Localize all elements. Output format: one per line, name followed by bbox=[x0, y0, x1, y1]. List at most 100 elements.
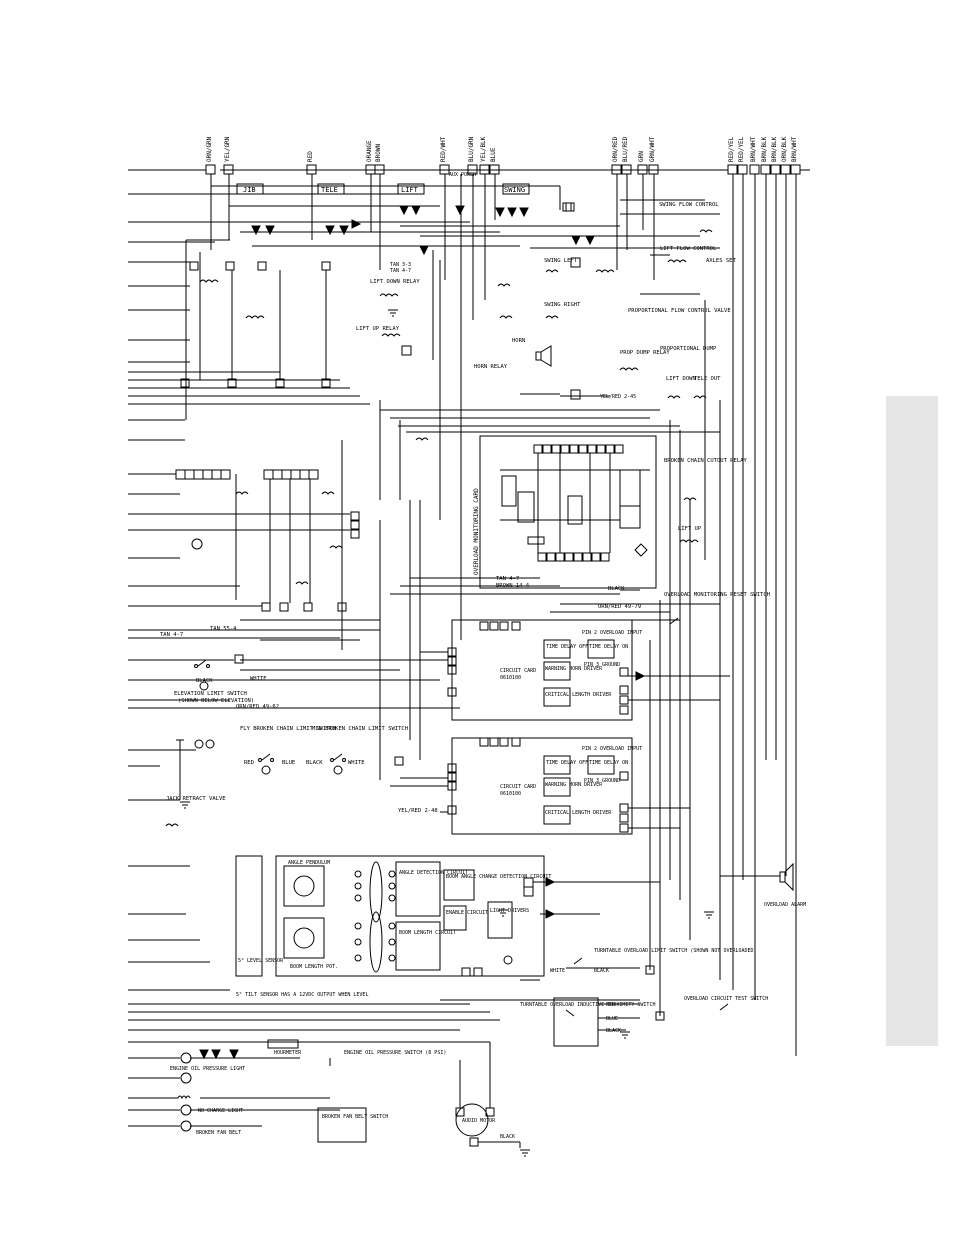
critical-length-1: CRITICAL LENGTH DRIVER bbox=[545, 692, 612, 698]
overload-test-label: OVERLOAD CIRCUIT TEST SWITCH bbox=[684, 996, 768, 1002]
time-delay-on-2: TIME DELAY ON bbox=[589, 760, 628, 766]
black-wire-1: BLACK bbox=[608, 586, 625, 592]
warning-horn-1: WARNING HORN DRIVER bbox=[545, 666, 603, 672]
swing-flow-label: SWING FLOW CONTROL bbox=[659, 202, 719, 208]
tele-out-label: TELE OUT bbox=[694, 376, 721, 382]
wire-label: ORANGE bbox=[366, 140, 373, 162]
pin2-label-1: PIN 2 OVERLOAD INPUT bbox=[582, 630, 642, 636]
fan-belt-switch-label: BROKEN FAN BELT SWITCH bbox=[322, 1114, 388, 1120]
light-driver-label: LIGHT DRIVERS bbox=[490, 908, 529, 914]
overload-alarm-icon bbox=[779, 862, 794, 892]
oil-pressure-label: ENGINE OIL PRESSURE SWITCH (8 PSI) bbox=[344, 1050, 446, 1056]
wire-label: BLU/GRN bbox=[468, 136, 475, 162]
lift-label: LIFT bbox=[401, 186, 419, 194]
jib-label: JIB bbox=[243, 186, 256, 194]
wire-label: BRN/BLK bbox=[771, 136, 778, 162]
tele-label: TELE bbox=[321, 186, 338, 194]
wire-label: ORN/GRN bbox=[206, 136, 213, 162]
swing-left-label: SWING LEFT bbox=[544, 258, 578, 264]
turntable-limit-label: TURNTABLE OVERLOAD LIMIT SWITCH (SHOWN N… bbox=[594, 948, 757, 954]
fly-chain-label: FLY BROKEN CHAIN LIMIT SWITCH bbox=[240, 726, 336, 732]
warning-horn-2: WARNING HORN DRIVER bbox=[545, 782, 603, 788]
lift-up-label: LIFT UP bbox=[678, 526, 702, 532]
horn-relay-label: HORN RELAY bbox=[474, 364, 508, 370]
black-wire-3: BLACK bbox=[306, 760, 323, 766]
wire-label: ORN/BLK bbox=[781, 136, 788, 162]
black-wire-5: BLACK bbox=[606, 1028, 621, 1034]
black-wire-6: BLACK bbox=[500, 1134, 515, 1140]
broken-chain-relay-label: BROKEN CHAIN CUTOUT RELAY bbox=[664, 458, 747, 464]
swing-right-label: SWING RIGHT bbox=[544, 302, 581, 308]
wire-yel-red-2-45: YEL/RED 2-45 bbox=[600, 394, 636, 400]
middle-labels: TAN 4-7 TAN 55-4 TAN 4-7 BROWN 14-4 BLAC… bbox=[160, 576, 770, 814]
overload-alarm-label: OVERLOAD ALARM bbox=[764, 902, 806, 908]
wire-label: BLUE bbox=[490, 147, 497, 162]
sun-symbol-icon bbox=[191, 538, 203, 550]
circuit-card-upper: TIME DELAY OFF TIME DELAY ON PIN 2 OVERL… bbox=[447, 619, 642, 721]
axles-set-label: AXLES SET bbox=[706, 258, 736, 264]
turntable-prox-label: TURNTABLE OVERLOAD INDUCTIVE PROXIMITY S… bbox=[520, 1002, 655, 1008]
function-boxes: JIB TELE LIFT SWING AUX POWER bbox=[236, 172, 575, 212]
horn-icon bbox=[535, 345, 552, 367]
prop-dump-relay-label: PROP DUMP RELAY bbox=[620, 350, 670, 356]
lift-down-relay-label: LIFT DOWN RELAY bbox=[370, 279, 420, 285]
right-bus bbox=[185, 174, 797, 1056]
wire-label: RED bbox=[307, 151, 314, 162]
wire-label: GRN/WHT bbox=[649, 136, 656, 162]
card-no-2: 0610100 bbox=[500, 791, 521, 797]
white-wire-3: WHITE bbox=[550, 968, 565, 974]
elevation-switch-label: ELEVATION LIMIT SWITCH bbox=[174, 691, 247, 697]
tilt-note: 5° TILT SENSOR HAS A 12VDC OUTPUT WHEN L… bbox=[236, 992, 368, 998]
swing-label: SWING bbox=[504, 186, 525, 194]
upper-labels: SWING FLOW CONTROL LIFT FLOW CONTROL AXL… bbox=[356, 202, 747, 532]
wire-tan-4-8: TAN 4-7 bbox=[496, 576, 519, 582]
black-wire-2: BLACK bbox=[196, 678, 213, 684]
enable-circuit-label: ENABLE CIRCUIT bbox=[446, 910, 488, 916]
fan-belt-label: BROKEN FAN BELT bbox=[196, 1130, 241, 1136]
reset-switch-label: OVERLOAD MONITORING RESET SWITCH bbox=[664, 592, 770, 598]
red-wire-2: RED bbox=[606, 1002, 615, 1008]
wire-yel-red-2-48: YEL/RED 2-48 bbox=[398, 808, 438, 814]
wire-label: RED/WHT bbox=[440, 136, 447, 162]
circuit-card-label-2: CIRCUIT CARD bbox=[500, 784, 536, 790]
pin3-label-2: PIN 3 GROUND bbox=[584, 778, 620, 784]
boom-angle-label: BOOM ANGLE CHANGE DETECTION CIRCUIT bbox=[446, 874, 551, 880]
jack-valve-label: JACK RETRACT VALVE bbox=[166, 796, 226, 802]
engine-oil-label: ENGINE OIL PRESSURE LIGHT bbox=[170, 1066, 245, 1072]
wire-tan-55-4: TAN 55-4 bbox=[210, 626, 237, 632]
top-bus bbox=[128, 169, 810, 397]
pin2-label-2: PIN 2 OVERLOAD INPUT bbox=[582, 746, 642, 752]
lift-up-relay-label: LIFT UP RELAY bbox=[356, 326, 400, 332]
circuit-card-label-1: CIRCUIT CARD bbox=[500, 668, 536, 674]
bottom-section: HOURMETER ENGINE OIL PRESSURE SWITCH (8 … bbox=[170, 1029, 521, 1148]
wire-label: RED/YEL bbox=[728, 136, 735, 162]
connectors-rows bbox=[180, 202, 581, 400]
left-harness bbox=[128, 169, 500, 1127]
horn-label: HORN bbox=[512, 338, 525, 344]
lift-down-label: LIFT DOWN bbox=[666, 376, 696, 382]
black-wire-4: BLACK bbox=[594, 968, 609, 974]
white-wire-1: WHITE bbox=[250, 676, 267, 682]
white-wire-2: WHITE bbox=[348, 760, 365, 766]
prop-dump-label: PROPORTIONAL DUMP bbox=[660, 346, 717, 352]
no-charge-label: NO CHARGE LIGHT bbox=[198, 1108, 243, 1114]
pin3-label-1: PIN 3 GROUND bbox=[584, 662, 620, 668]
sensor-module: ANGLE PENDULUM ANGLE DETECTION CIRCUIT B… bbox=[235, 855, 551, 998]
wire-label: ORN/RED bbox=[612, 136, 619, 162]
blue-wire-2: BLUE bbox=[606, 1016, 618, 1022]
circuit-card-lower: TIME DELAY OFF TIME DELAY ON PIN 2 OVERL… bbox=[447, 737, 642, 835]
wire-brown-14-4: BROWN 14-4 bbox=[496, 583, 530, 589]
mid-chain-label: MID BROKEN CHAIN LIMIT SWITCH bbox=[312, 726, 408, 732]
aux-power-label: AUX POWER bbox=[449, 172, 477, 178]
wire-label: BRN/WHT bbox=[791, 136, 798, 162]
overload-monitoring-card: OVERLOAD MONITORING CARD bbox=[473, 435, 657, 589]
blue-wire-1: BLUE bbox=[282, 760, 295, 766]
overload-card-label: OVERLOAD MONITORING CARD bbox=[473, 488, 480, 575]
time-delay-off-2: TIME DELAY OFF bbox=[546, 760, 588, 766]
level-sensor-label: 5° LEVEL SENSOR bbox=[238, 958, 284, 964]
red-wire-1: RED bbox=[244, 760, 254, 766]
angle-detection-label: ANGLE DETECTION CIRCUIT bbox=[399, 870, 468, 876]
wire-orn-red-49-79: ORN/RED 49-79 bbox=[598, 604, 641, 610]
wire-tan-4-7b: TAN 4-7 bbox=[160, 632, 183, 638]
